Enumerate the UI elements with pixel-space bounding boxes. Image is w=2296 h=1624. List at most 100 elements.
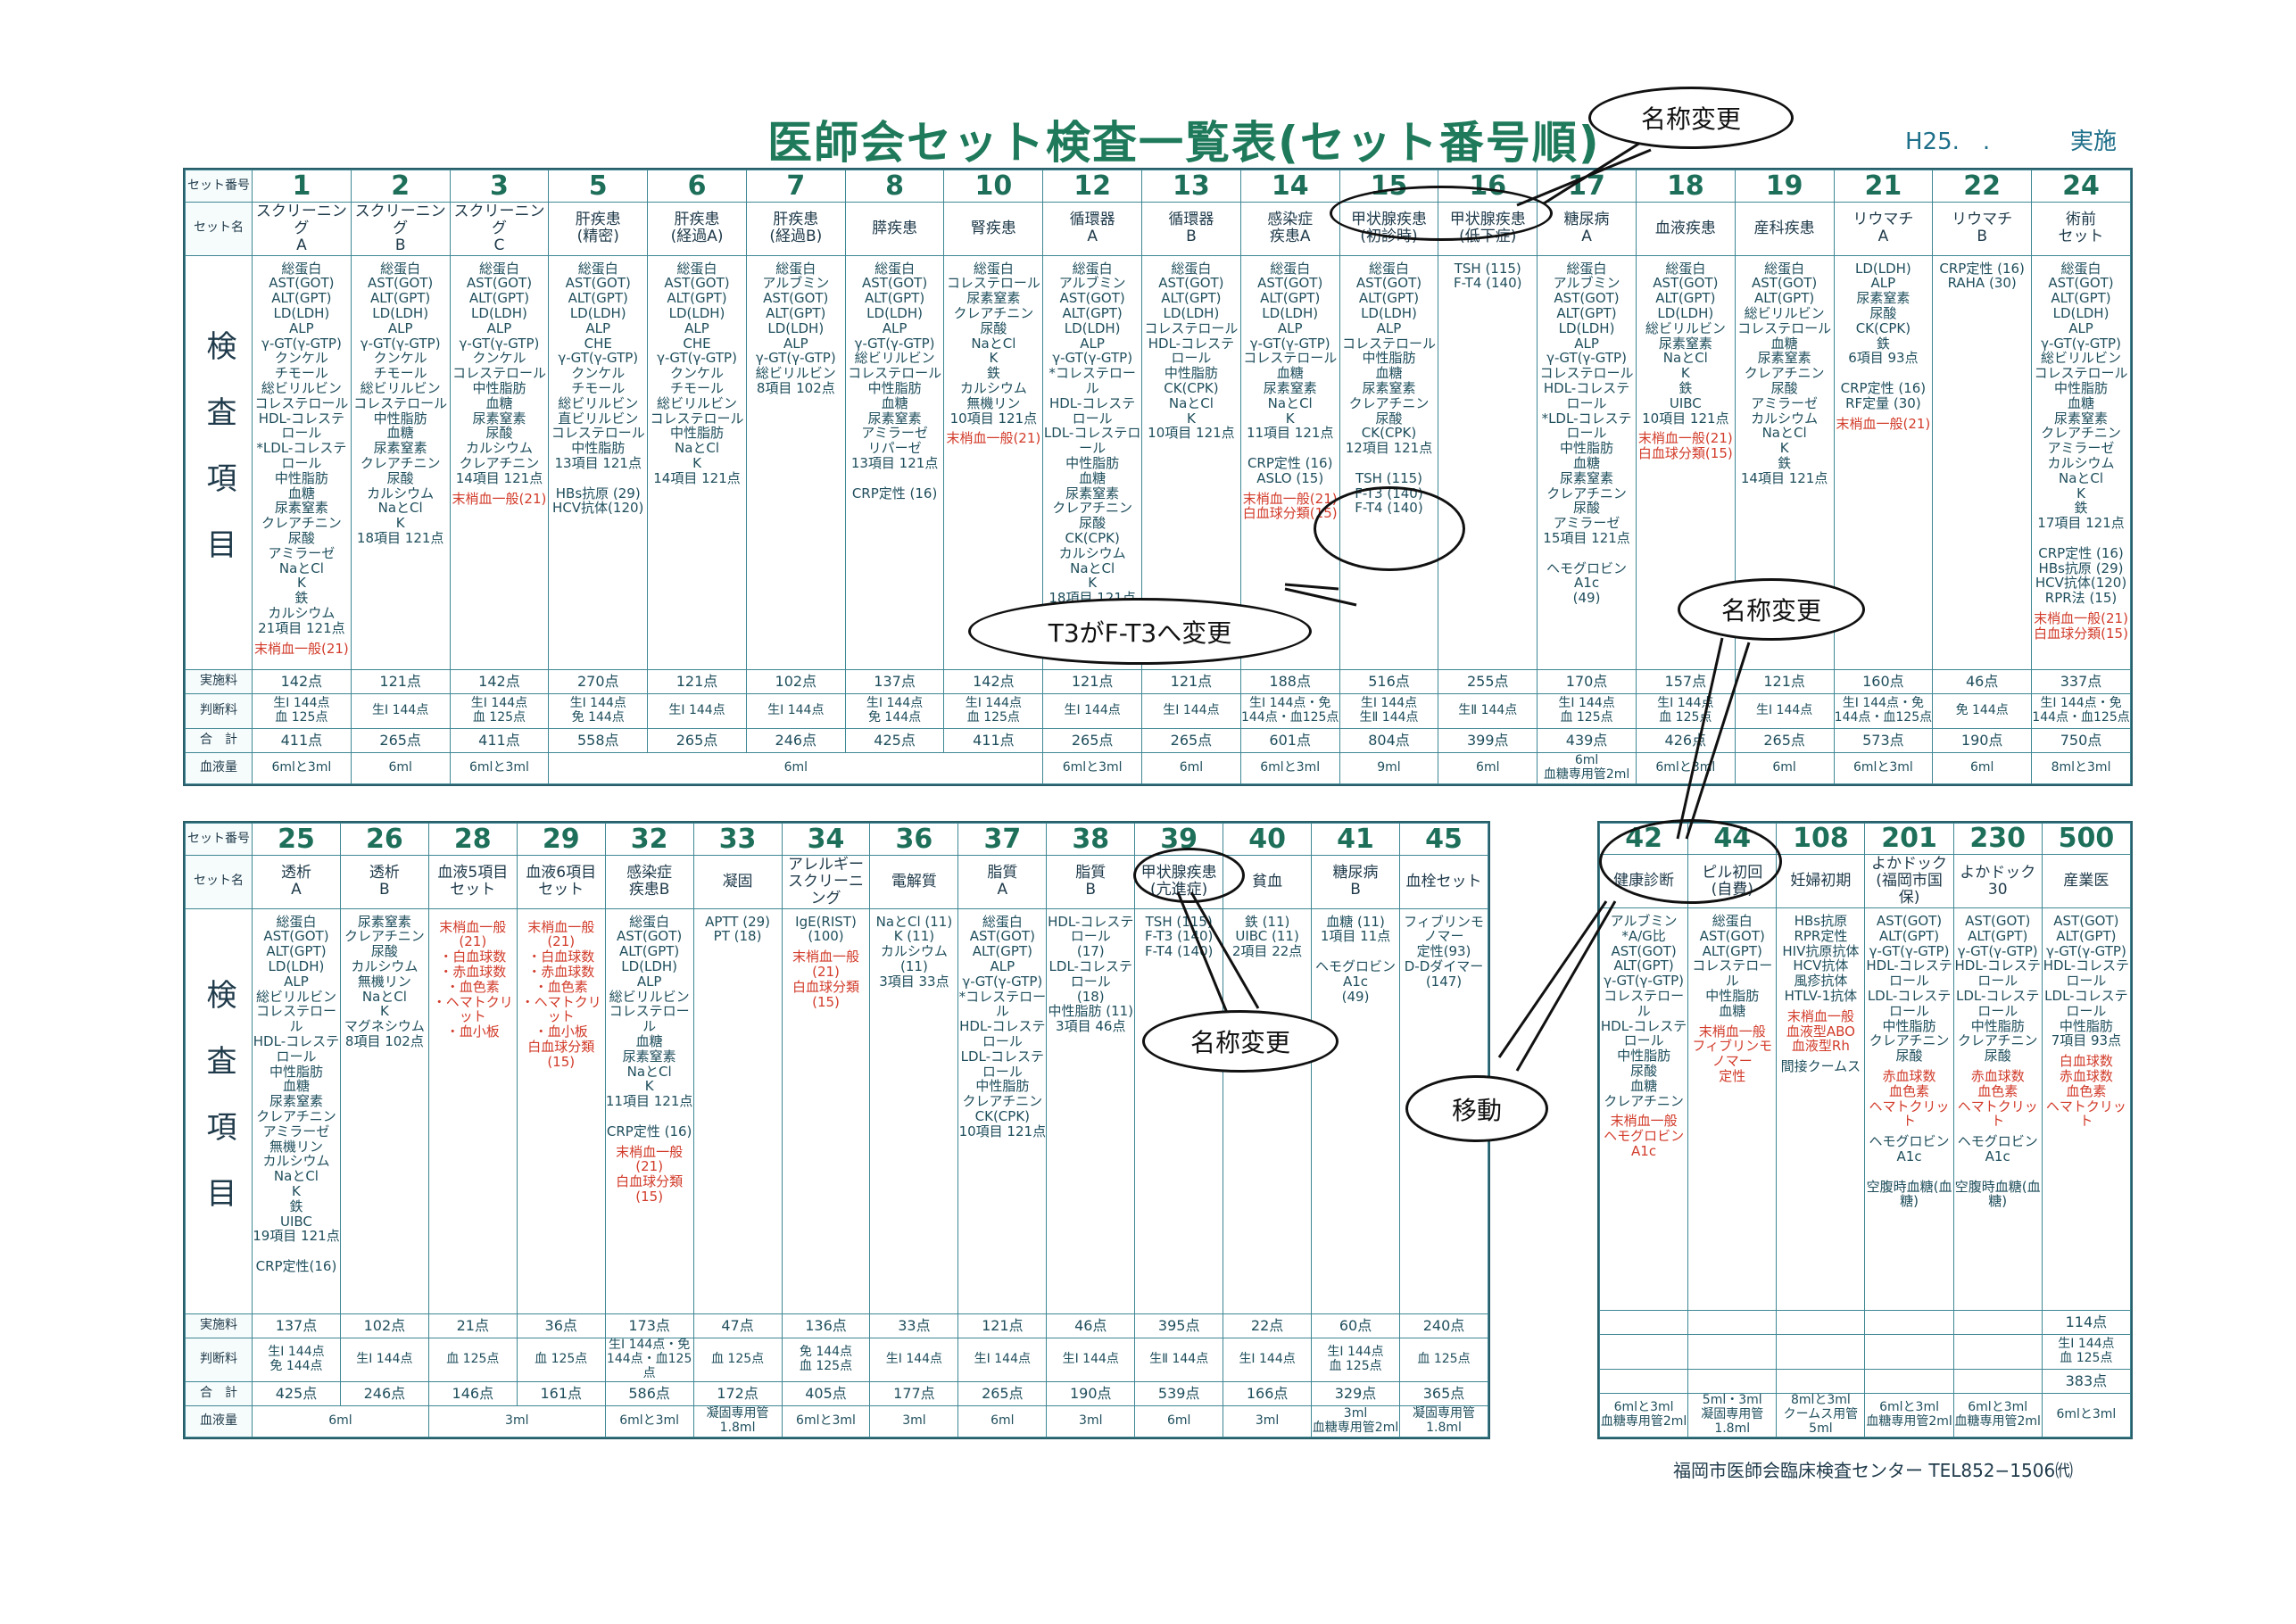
item-list: 総蛋白 AST(GOT) ALT(GPT) LD(LDH) ALP 総ビリルビン… bbox=[253, 913, 340, 1274]
blood-volume: 6mlと3ml bbox=[1042, 751, 1143, 785]
total-value: 601点 bbox=[1239, 728, 1340, 753]
fee-value: 136点 bbox=[781, 1313, 871, 1338]
item-list: HDL-コレステロール (17) LDL-コレステロール (18) 中性脂肪 (… bbox=[1048, 913, 1134, 1035]
extra-items: 間接クームス bbox=[1780, 1058, 1861, 1075]
row-label-judge: 判断料 bbox=[185, 692, 253, 730]
extra-items-red: 末梢血一般(21) bbox=[946, 430, 1041, 447]
set-number: 29 bbox=[516, 823, 606, 856]
item-list: 総蛋白 AST(GOT) ALT(GPT) ALP γ-GT(γ-GTP) *コ… bbox=[958, 913, 1047, 1139]
judge-value: 生Ⅰ 144点 血 125点 bbox=[1311, 1337, 1400, 1383]
item-list: 総蛋白 AST(GOT) ALT(GPT) LD(LDH) ALP γ-GT(γ… bbox=[2034, 260, 2128, 607]
extra-items-red: 末梢血一般(21) 白血球分類(15) bbox=[1242, 490, 1338, 522]
item-list: 総蛋白 AST(GOT) ALT(GPT) LD(LDH) ALP γ-GT(γ… bbox=[1243, 260, 1338, 486]
fee-value: 121点 bbox=[350, 668, 451, 694]
total-value: 190点 bbox=[1046, 1381, 1136, 1406]
set-number: 45 bbox=[1398, 823, 1489, 856]
set-name: 糖尿病 B bbox=[1311, 854, 1400, 909]
extra-items-red: 赤血球数 血色素 ヘマトクリット bbox=[1957, 1068, 2038, 1130]
judge-value: 生Ⅰ 144点 血 125点 bbox=[1537, 692, 1637, 730]
judge-value: 生Ⅰ 144点 bbox=[339, 1337, 429, 1383]
fee-value: 121点 bbox=[957, 1313, 1048, 1338]
extra-items-red: 末梢血一般(21) bbox=[253, 640, 349, 657]
set-items: 総蛋白 AST(GOT) ALT(GPT) LD(LDH) ALP CHE γ-… bbox=[548, 254, 649, 670]
total-value: 265点 bbox=[1042, 728, 1143, 753]
set-name: 術前 セット bbox=[2031, 201, 2131, 256]
extra-items-red: 末梢血一般(21) bbox=[1836, 415, 1931, 432]
total-value: 177点 bbox=[869, 1381, 959, 1406]
blood-volume: 6ml bbox=[1932, 751, 2033, 785]
set-items: 総蛋白 AST(GOT) ALT(GPT) LD(LDH) ALP 総ビリルビン… bbox=[604, 907, 694, 1314]
judge-value: 生Ⅰ 144点・免 144点・血125点 bbox=[1833, 692, 1934, 730]
set-items: NaとCl (11) K (11) カルシウム (11) 3項目 33点 bbox=[869, 907, 959, 1314]
blood-volume: 6mlと3ml bbox=[604, 1404, 694, 1438]
row-label-judge: 判断料 bbox=[185, 1337, 253, 1383]
total-value: 329点 bbox=[1311, 1381, 1400, 1406]
set-items: 総蛋白 AST(GOT) ALT(GPT) LD(LDH) ALP γ-GT(γ… bbox=[252, 254, 352, 670]
fee-value: 22点 bbox=[1223, 1313, 1313, 1338]
item-list: IgE(RIST) (100) bbox=[795, 913, 857, 945]
judge-value: 生Ⅰ 144点 免 144点 bbox=[252, 1337, 341, 1383]
total-value: 265点 bbox=[350, 728, 451, 753]
judge-value: 生Ⅰ 144点 血 125点 bbox=[252, 692, 352, 730]
judge-value: 生Ⅰ 144点 血 125点 bbox=[943, 692, 1044, 730]
row-label-items: 検査項目 bbox=[185, 254, 253, 670]
row-label-fee: 実施料 bbox=[185, 1313, 253, 1338]
fee-value bbox=[1864, 1310, 1954, 1336]
judge-value: 生Ⅰ 144点 bbox=[350, 692, 451, 730]
fee-value: 157点 bbox=[1635, 668, 1736, 694]
blood-volume: 6mlと3ml bbox=[781, 1404, 871, 1438]
set-items: IgE(RIST) (100)末梢血一般(21) 白血球分類(15) bbox=[781, 907, 871, 1314]
fee-value: 60点 bbox=[1311, 1313, 1400, 1338]
blood-volume: 3ml bbox=[869, 1404, 959, 1438]
item-list: 総蛋白 コレステロール 尿素窒素 クレアチニン 尿酸 NaとCl K 鉄 カルシ… bbox=[946, 260, 1040, 427]
fee-value: 33点 bbox=[869, 1313, 959, 1338]
set-name: 腎疾患 bbox=[943, 201, 1044, 256]
blood-volume: 6ml bbox=[1134, 1404, 1224, 1438]
set-items: 総蛋白 コレステロール 尿素窒素 クレアチニン 尿酸 NaとCl K 鉄 カルシ… bbox=[943, 254, 1044, 670]
blood-volume: 8mlと3ml bbox=[2031, 751, 2131, 785]
annotation-moved: 移動 bbox=[1405, 1075, 1548, 1142]
set-number: 10 bbox=[943, 170, 1044, 203]
blood-volume: 6mlと3ml 血糖専用管2ml bbox=[1952, 1392, 2043, 1438]
judge-value: 生Ⅰ 144点 bbox=[1223, 1337, 1313, 1383]
set-items: TSH (115) F-T4 (140) bbox=[1438, 254, 1538, 670]
blood-volume: 6ml 血糖専用管2ml bbox=[1537, 751, 1637, 785]
blood-volume: 6mlと3ml bbox=[2041, 1392, 2132, 1438]
fee-value: 121点 bbox=[647, 668, 747, 694]
blood-volume: 6mlと3ml bbox=[449, 751, 550, 785]
row-label-set-no: セット番号 bbox=[185, 170, 253, 203]
fee-value bbox=[1598, 1310, 1689, 1336]
set-name: 循環器 A bbox=[1042, 201, 1143, 256]
extra-items-red: 末梢血一般(21) 白血球分類(15) bbox=[1637, 430, 1733, 462]
set-items: 総蛋白 AST(GOT) ALT(GPT) LD(LDH) ALP γ-GT(γ… bbox=[350, 254, 451, 670]
set-items: HBs抗原 RPR定性 HIV抗原抗体 HCV抗体 風疹抗体 HTLV-1抗体末… bbox=[1776, 907, 1866, 1312]
judge-value: 生Ⅰ 144点 血 125点 bbox=[449, 692, 550, 730]
blood-volume: 6mlと3ml 血糖専用管2ml bbox=[1598, 1392, 1689, 1438]
judge-value bbox=[1598, 1334, 1689, 1371]
judge-value: 生Ⅰ 144点 bbox=[869, 1337, 959, 1383]
set-name: 肝疾患 (経過B) bbox=[745, 201, 846, 256]
total-value: 172点 bbox=[692, 1381, 783, 1406]
set-name: 透析 B bbox=[339, 854, 429, 909]
fee-value: 142点 bbox=[943, 668, 1044, 694]
extra-items-red: 末梢血一般(21) 白血球分類(15) bbox=[616, 1143, 684, 1205]
blood-volume: 6mlと3ml bbox=[252, 751, 352, 785]
item-list: 総蛋白 AST(GOT) ALT(GPT) LD(LDH) ALP CHE γ-… bbox=[551, 260, 645, 517]
item-list: 総蛋白 アルブミン AST(GOT) ALT(GPT) LD(LDH) ALP … bbox=[1539, 260, 1634, 607]
row-label-blood: 血液量 bbox=[185, 1404, 253, 1438]
total-value: 365点 bbox=[1398, 1381, 1489, 1406]
total-value: 265点 bbox=[1734, 728, 1835, 753]
set-number: 230 bbox=[1952, 822, 2043, 856]
extra-items-red: 赤血球数 血色素 ヘマトクリット bbox=[1869, 1068, 1950, 1130]
highlight-ring-right bbox=[1599, 819, 1782, 904]
total-value: 190点 bbox=[1932, 728, 2033, 753]
fee-value: 142点 bbox=[252, 668, 352, 694]
judge-value: 生Ⅰ 144点 免 144点 bbox=[844, 692, 945, 730]
judge-value: 生Ⅰ 144点 bbox=[647, 692, 747, 730]
set-items: 総蛋白 AST(GOT) ALT(GPT) LD(LDH) ALP CHE γ-… bbox=[647, 254, 747, 670]
item-list: AST(GOT) ALT(GPT) γ-GT(γ-GTP) HDL-コレステロー… bbox=[2043, 913, 2130, 1049]
item-list: 総蛋白 AST(GOT) ALT(GPT) コレステロール 中性脂肪 血糖 bbox=[1692, 913, 1773, 1019]
set-name: スクリーニング B bbox=[350, 201, 451, 256]
fee-value bbox=[1776, 1310, 1866, 1336]
